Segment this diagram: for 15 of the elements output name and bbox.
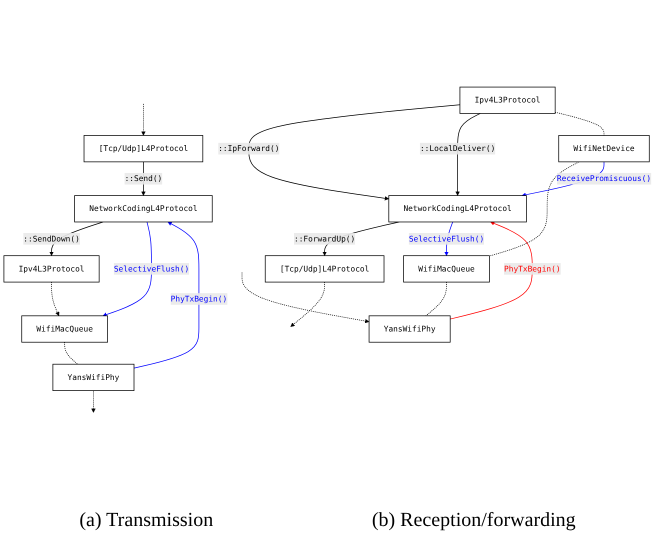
connector [425, 282, 447, 316]
arrow [102, 222, 152, 317]
arrow [290, 282, 325, 327]
arrow [141, 104, 146, 136]
connector [489, 161, 580, 256]
connector [64, 342, 78, 365]
caption-label: (b) Reception/forwarding [372, 509, 576, 532]
caption-label: (a) Transmission [79, 509, 214, 532]
arrow [134, 222, 200, 368]
arrow [242, 272, 370, 324]
arrow [51, 282, 60, 316]
arrow [450, 221, 533, 320]
arrow [248, 104, 460, 200]
arrow [91, 390, 96, 413]
connector [554, 112, 604, 136]
